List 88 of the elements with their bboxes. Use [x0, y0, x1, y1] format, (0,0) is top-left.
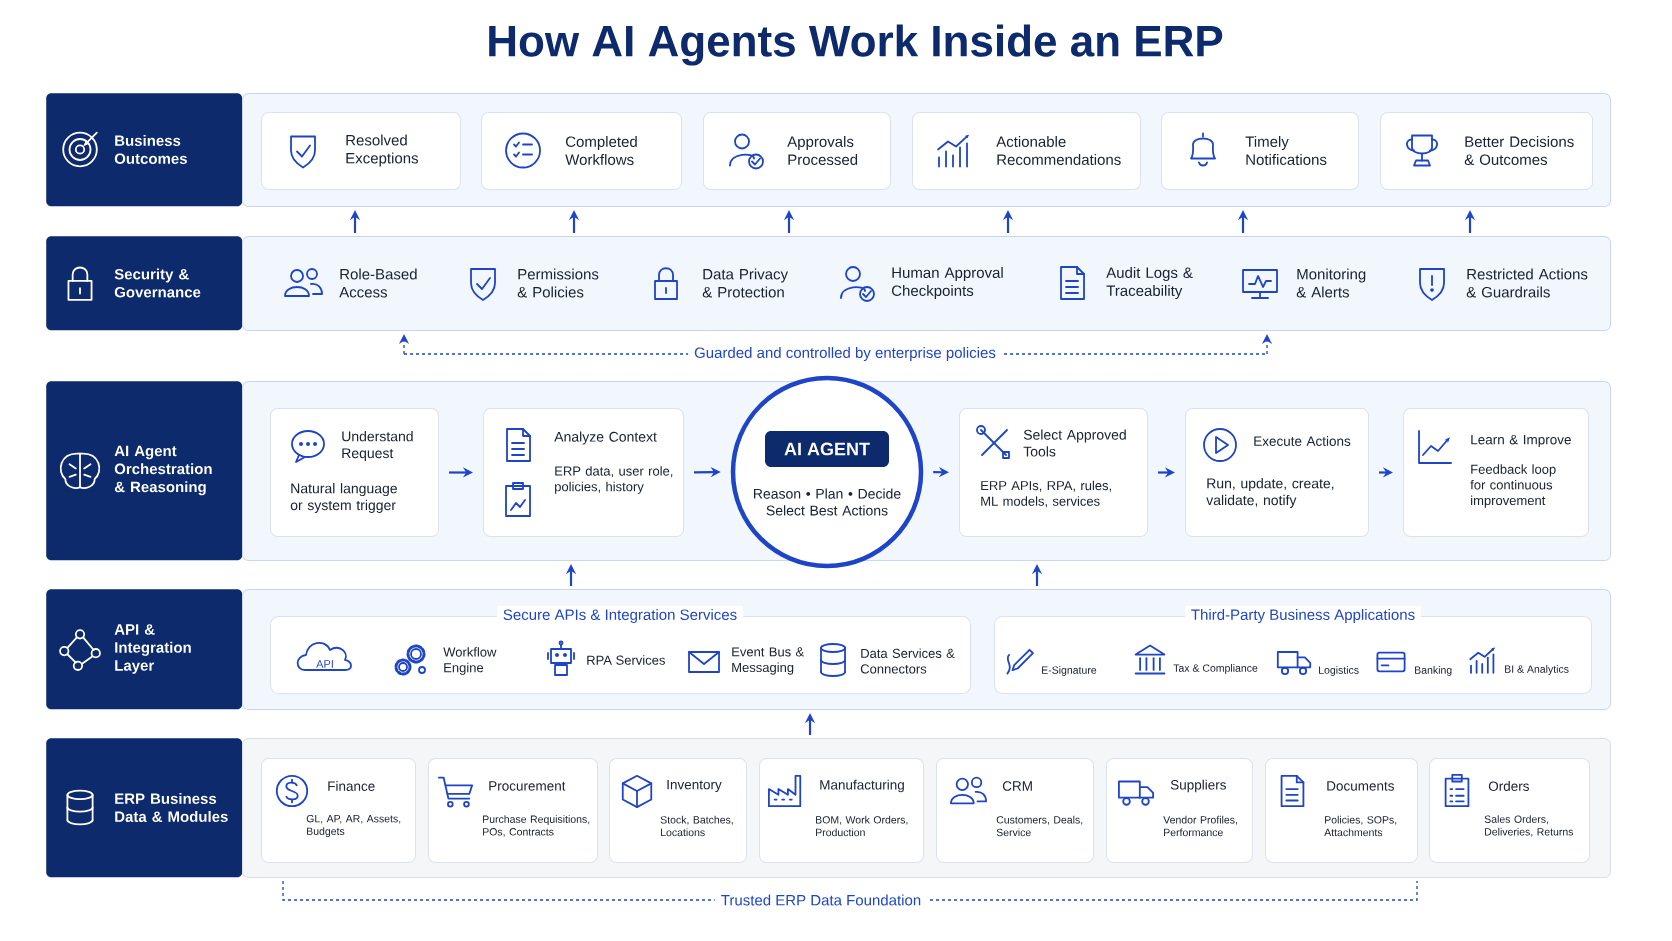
card-text: Run, update, create, validate, notify [1206, 478, 1334, 508]
card [1106, 758, 1253, 863]
card-title: Documents [1327, 781, 1394, 791]
header-title: AI Agent Orchestration & Reasoning [114, 445, 212, 496]
layer-panel [242, 236, 1611, 331]
card-text: Natural language or system trigger [290, 483, 397, 513]
item-label: Data Privacy & Protection [702, 268, 788, 298]
card-text: Policies, SOPs, Attachments [1324, 815, 1397, 837]
item-label: Banking [1415, 666, 1452, 676]
header-title: API & Integration Layer [114, 624, 191, 674]
item-label: Workflow Engine [443, 647, 497, 675]
card-title: Completed Workflows [565, 136, 637, 165]
header-title: ERP Business Data & Modules [115, 793, 228, 822]
group-title: Secure APIs & Integration Services [496, 606, 744, 626]
card-title: Inventory [667, 779, 722, 793]
card [483, 408, 684, 537]
card [1403, 408, 1589, 537]
card [261, 112, 461, 190]
card-text: Sales Orders, Deliveries, Returns [1484, 815, 1574, 837]
card-text: Feedback loop for continuous improvement [1470, 464, 1556, 508]
header-title: Business Outcomes [114, 135, 187, 164]
layer-header [46, 236, 243, 331]
card-title: Execute Actions [1254, 436, 1351, 446]
item-label: Role-Based Access [339, 268, 417, 298]
card-text: ERP APIs, RPA, rules, ML models, services [981, 480, 1111, 508]
card [703, 112, 891, 190]
card-text: ERP data, user role, policies, history [555, 466, 673, 494]
card-text: Vendor Profiles, Performance [1163, 815, 1237, 837]
title: How AI Agents Work Inside an ERP [489, 24, 1223, 66]
card-title: Understand Request [342, 431, 413, 461]
card-title: Orders [1488, 781, 1529, 791]
item-label: Event Bus & Messaging [732, 647, 804, 675]
card [1265, 758, 1418, 863]
group-box [270, 606, 971, 694]
card-title: Analyze Context [554, 431, 657, 445]
card [609, 758, 747, 863]
card-title: Learn & Improve [1471, 434, 1571, 448]
card [261, 758, 416, 863]
card [1161, 112, 1359, 190]
card-text: GL, AP, AR, Assets, Budgets [306, 814, 401, 838]
item-label: Data Services & Connectors [860, 648, 955, 674]
card-title: Select Approved Tools [1023, 429, 1126, 457]
agent-text: Reason • Plan • Decide Select Best Actions [754, 488, 901, 516]
card [270, 408, 439, 537]
layer-header [46, 93, 243, 207]
header-title: Security & Governance [114, 268, 201, 298]
layer-header [46, 738, 243, 878]
item-label: Logistics [1319, 666, 1359, 676]
item-label: Monitoring & Alerts [1296, 268, 1366, 298]
item-label: Permissions & Policies [517, 268, 599, 298]
card [1380, 112, 1593, 190]
card [759, 758, 924, 863]
item-label: Audit Logs & Traceability [1106, 267, 1193, 299]
item-label: E-Signature [1042, 666, 1097, 676]
card [481, 112, 682, 190]
card [1429, 758, 1590, 863]
card-title: Resolved Exceptions [346, 134, 418, 167]
card [428, 758, 598, 863]
card [1185, 408, 1369, 537]
item-label: Restricted Actions & Guardrails [1466, 268, 1588, 298]
layer-header [46, 589, 243, 710]
item-label: RPA Services [587, 655, 665, 665]
card-title: Finance [328, 781, 375, 791]
card [912, 112, 1141, 190]
card [936, 758, 1094, 863]
note-label: Trusted ERP Data Foundation [714, 891, 928, 909]
card-title: Manufacturing [820, 779, 904, 793]
item-label: API [316, 660, 333, 668]
card-text: Stock, Batches, Locations [660, 815, 733, 837]
card-title: Procurement [489, 781, 566, 791]
card-text: Customers, Deals, Service [996, 815, 1083, 837]
layer-header [46, 381, 243, 561]
card-title: Approvals Processed [787, 136, 858, 165]
item-label: BI & Analytics [1505, 665, 1569, 675]
agent-badge: AI AGENT [765, 431, 889, 467]
item-label: Tax & Compliance [1173, 664, 1258, 674]
group-box [994, 606, 1592, 694]
item-label: Human Approval Checkpoints [892, 267, 1003, 299]
card-title: Actionable Recommendations [996, 136, 1121, 165]
card-text: Purchase Requisitions, POs, Contracts [483, 815, 590, 837]
note-label: Guarded and controlled by enterprise policies [688, 344, 1002, 364]
card-title: CRM [1002, 781, 1032, 791]
card-text: BOM, Work Orders, Production [816, 815, 908, 837]
card-title: Timely Notifications [1245, 136, 1327, 165]
group-title: Third-Party Business Applications [1184, 606, 1422, 626]
card-title: Better Decisions & Outcomes [1464, 136, 1574, 165]
card-title: Suppliers [1170, 779, 1226, 793]
card [959, 408, 1148, 537]
